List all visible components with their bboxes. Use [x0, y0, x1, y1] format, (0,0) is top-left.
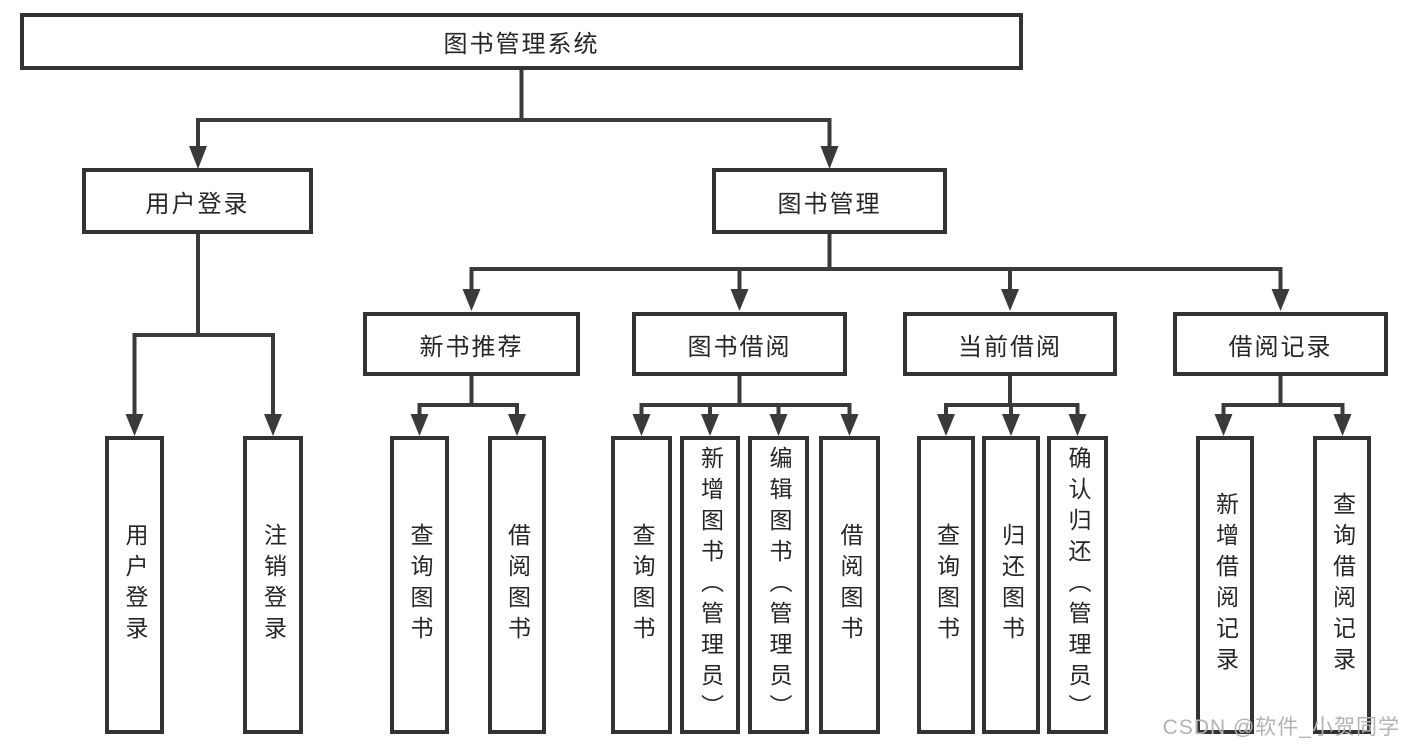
- node-book-management: 图书管理: [712, 168, 947, 234]
- leaf-label: 用户登录: [122, 523, 148, 647]
- leaf-label: 查询借阅记录: [1329, 492, 1356, 678]
- node-label: 当前借阅: [958, 333, 1062, 361]
- leaf-query-books-borrowing: 查询图书: [611, 436, 672, 734]
- leaf-return-books: 归还图书: [982, 436, 1040, 734]
- leaf-label: 借阅图书: [837, 523, 863, 647]
- leaf-borrow-books-recommend: 借阅图书: [488, 436, 546, 734]
- leaf-edit-book-admin: 编辑图书（管理员）: [748, 436, 809, 734]
- node-label: 借阅记录: [1228, 333, 1333, 361]
- node-label: 图书借阅: [687, 333, 792, 361]
- leaf-label: 归还图书: [998, 523, 1025, 647]
- node-user-login: 用户登录: [82, 168, 313, 234]
- node-book-borrowing: 图书借阅: [632, 312, 847, 376]
- node-library-management-system: 图书管理系统: [20, 13, 1023, 70]
- node-new-book-recommendation: 新书推荐: [363, 312, 580, 376]
- leaf-label: 新增图书（管理员）: [697, 445, 724, 725]
- node-current-borrowing: 当前借阅: [903, 312, 1117, 376]
- node-label: 新书推荐: [419, 333, 524, 361]
- node-borrowing-records: 借阅记录: [1173, 312, 1388, 376]
- node-label: 用户登录: [145, 190, 250, 218]
- leaf-label: 编辑图书（管理员）: [766, 445, 792, 725]
- leaf-label: 注销登录: [260, 523, 287, 647]
- leaf-add-borrow-record: 新增借阅记录: [1196, 436, 1254, 734]
- leaf-logout: 注销登录: [243, 436, 303, 734]
- leaf-label: 确认归还（管理员）: [1065, 445, 1091, 725]
- leaf-label: 借阅图书: [504, 523, 531, 647]
- leaf-query-books-recommend: 查询图书: [390, 436, 449, 734]
- leaf-label: 查询图书: [629, 523, 655, 647]
- leaf-label: 查询图书: [407, 523, 433, 647]
- leaf-query-books-current: 查询图书: [917, 436, 975, 734]
- node-label: 图书管理: [777, 190, 882, 218]
- node-label: 图书管理系统: [443, 31, 600, 58]
- leaf-confirm-return-admin: 确认归还（管理员）: [1047, 436, 1108, 734]
- leaf-borrow-books: 借阅图书: [819, 436, 880, 734]
- leaf-label: 查询图书: [933, 523, 960, 647]
- watermark: CSDN @软件_小贺同学: [1162, 716, 1400, 739]
- leaf-label: 新增借阅记录: [1212, 492, 1239, 678]
- leaf-query-borrow-record: 查询借阅记录: [1313, 436, 1371, 734]
- leaf-add-book-admin: 新增图书（管理员）: [680, 436, 740, 734]
- leaf-user-login: 用户登录: [105, 436, 164, 734]
